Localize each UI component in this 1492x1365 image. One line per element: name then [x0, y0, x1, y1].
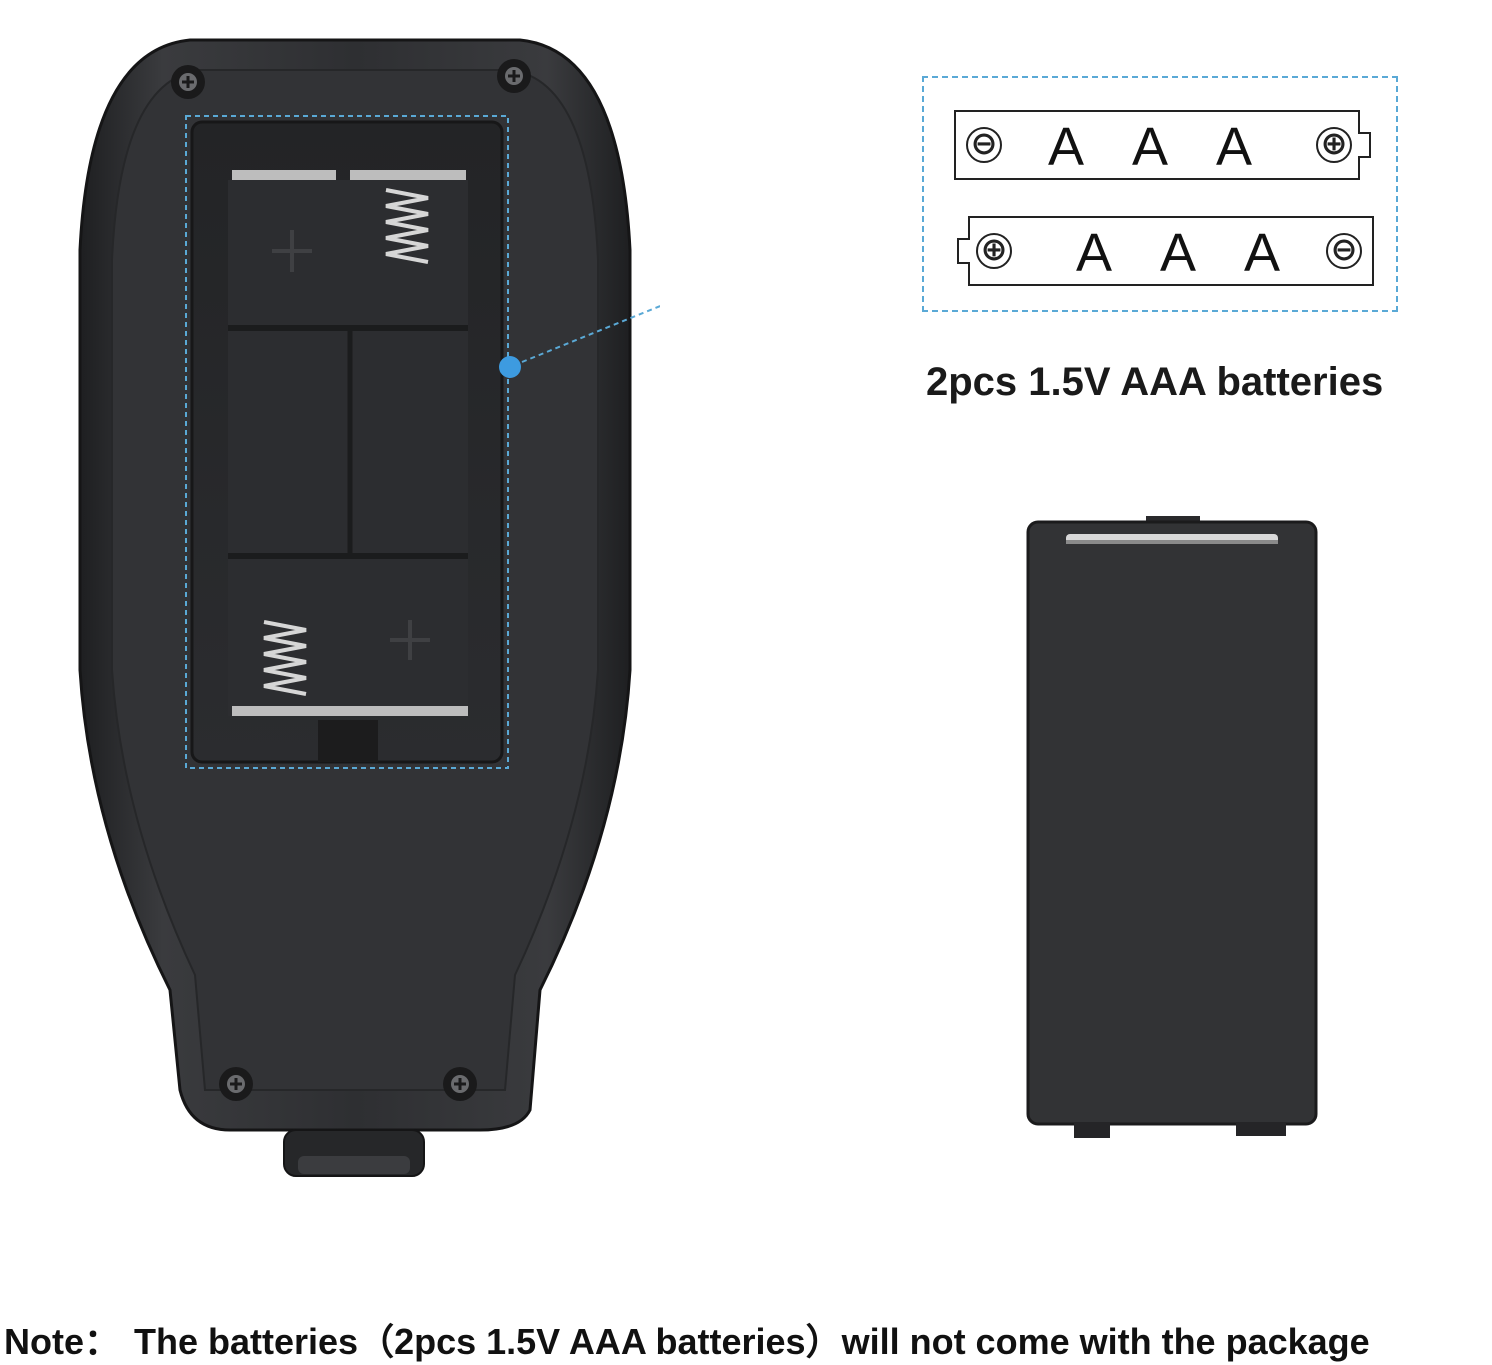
screw-icon [497, 59, 531, 93]
battery-nub [957, 238, 970, 264]
screw-icon [219, 1067, 253, 1101]
device-photo [60, 30, 923, 1190]
device-body [78, 38, 923, 1177]
negative-terminal-icon: ⊖ [1326, 233, 1362, 269]
plus-mark-icon [272, 230, 312, 272]
spring-icon [385, 188, 429, 264]
battery-cover [1026, 516, 1318, 1142]
note-text: The batteries（2pcs 1.5V AAA batteries）wi… [134, 1321, 1370, 1362]
negative-terminal-icon: ⊖ [966, 127, 1002, 163]
positive-terminal-icon: ⊕ [1316, 127, 1352, 163]
positive-terminal-icon: ⊕ [976, 233, 1012, 269]
screw-icon [443, 1067, 477, 1101]
note-label: Note： [4, 1321, 120, 1362]
plus-mark-icon [390, 620, 430, 660]
spring-icon [263, 620, 307, 696]
note: Note： The batteries（2pcs 1.5V AAA batteri… [4, 1313, 1370, 1365]
battery-caption: 2pcs 1.5V AAA batteries [926, 360, 1384, 404]
battery-nub [1358, 132, 1371, 158]
screw-icon [171, 65, 205, 99]
